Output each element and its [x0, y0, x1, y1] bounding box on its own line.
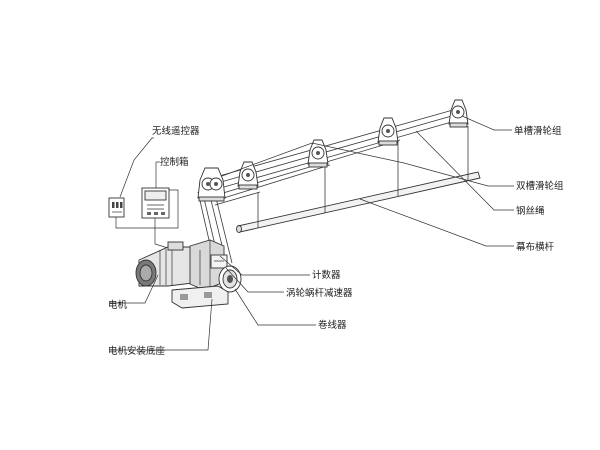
winder-drum — [218, 265, 242, 293]
label-single-groove-pulley: 单槽滑轮组 — [514, 125, 562, 137]
remote-control-icon — [108, 197, 125, 218]
label-wireless-remote: 无线遥控器 — [152, 125, 200, 137]
label-winder: 卷线器 — [318, 319, 347, 331]
pulley-group-double — [197, 167, 226, 202]
motor-icon — [135, 241, 194, 287]
electrical-wiring — [115, 189, 179, 249]
label-wire-rope: 钢丝绳 — [516, 205, 545, 217]
pulley-group-single-2 — [307, 139, 329, 168]
pulley-group-single-4 — [448, 99, 469, 128]
control-box-icon — [141, 187, 170, 219]
label-control-box: 控制箱 — [160, 156, 189, 168]
counter-device — [210, 254, 228, 269]
curtain-bar — [236, 126, 481, 233]
label-double-groove-pulley: 双槽滑轮组 — [516, 180, 564, 192]
leader-lines — [110, 115, 514, 351]
label-counter: 计数器 — [312, 269, 341, 281]
motor-base — [171, 285, 229, 309]
label-worm-gear-reducer: 涡轮蜗杆减速器 — [286, 287, 353, 299]
label-curtain-crossbar: 幕布横杆 — [516, 241, 555, 253]
label-motor-mounting-base: 电机安装底座 — [108, 345, 166, 357]
label-motor: 电机 — [108, 299, 128, 311]
pulley-group-single-3 — [377, 117, 399, 146]
